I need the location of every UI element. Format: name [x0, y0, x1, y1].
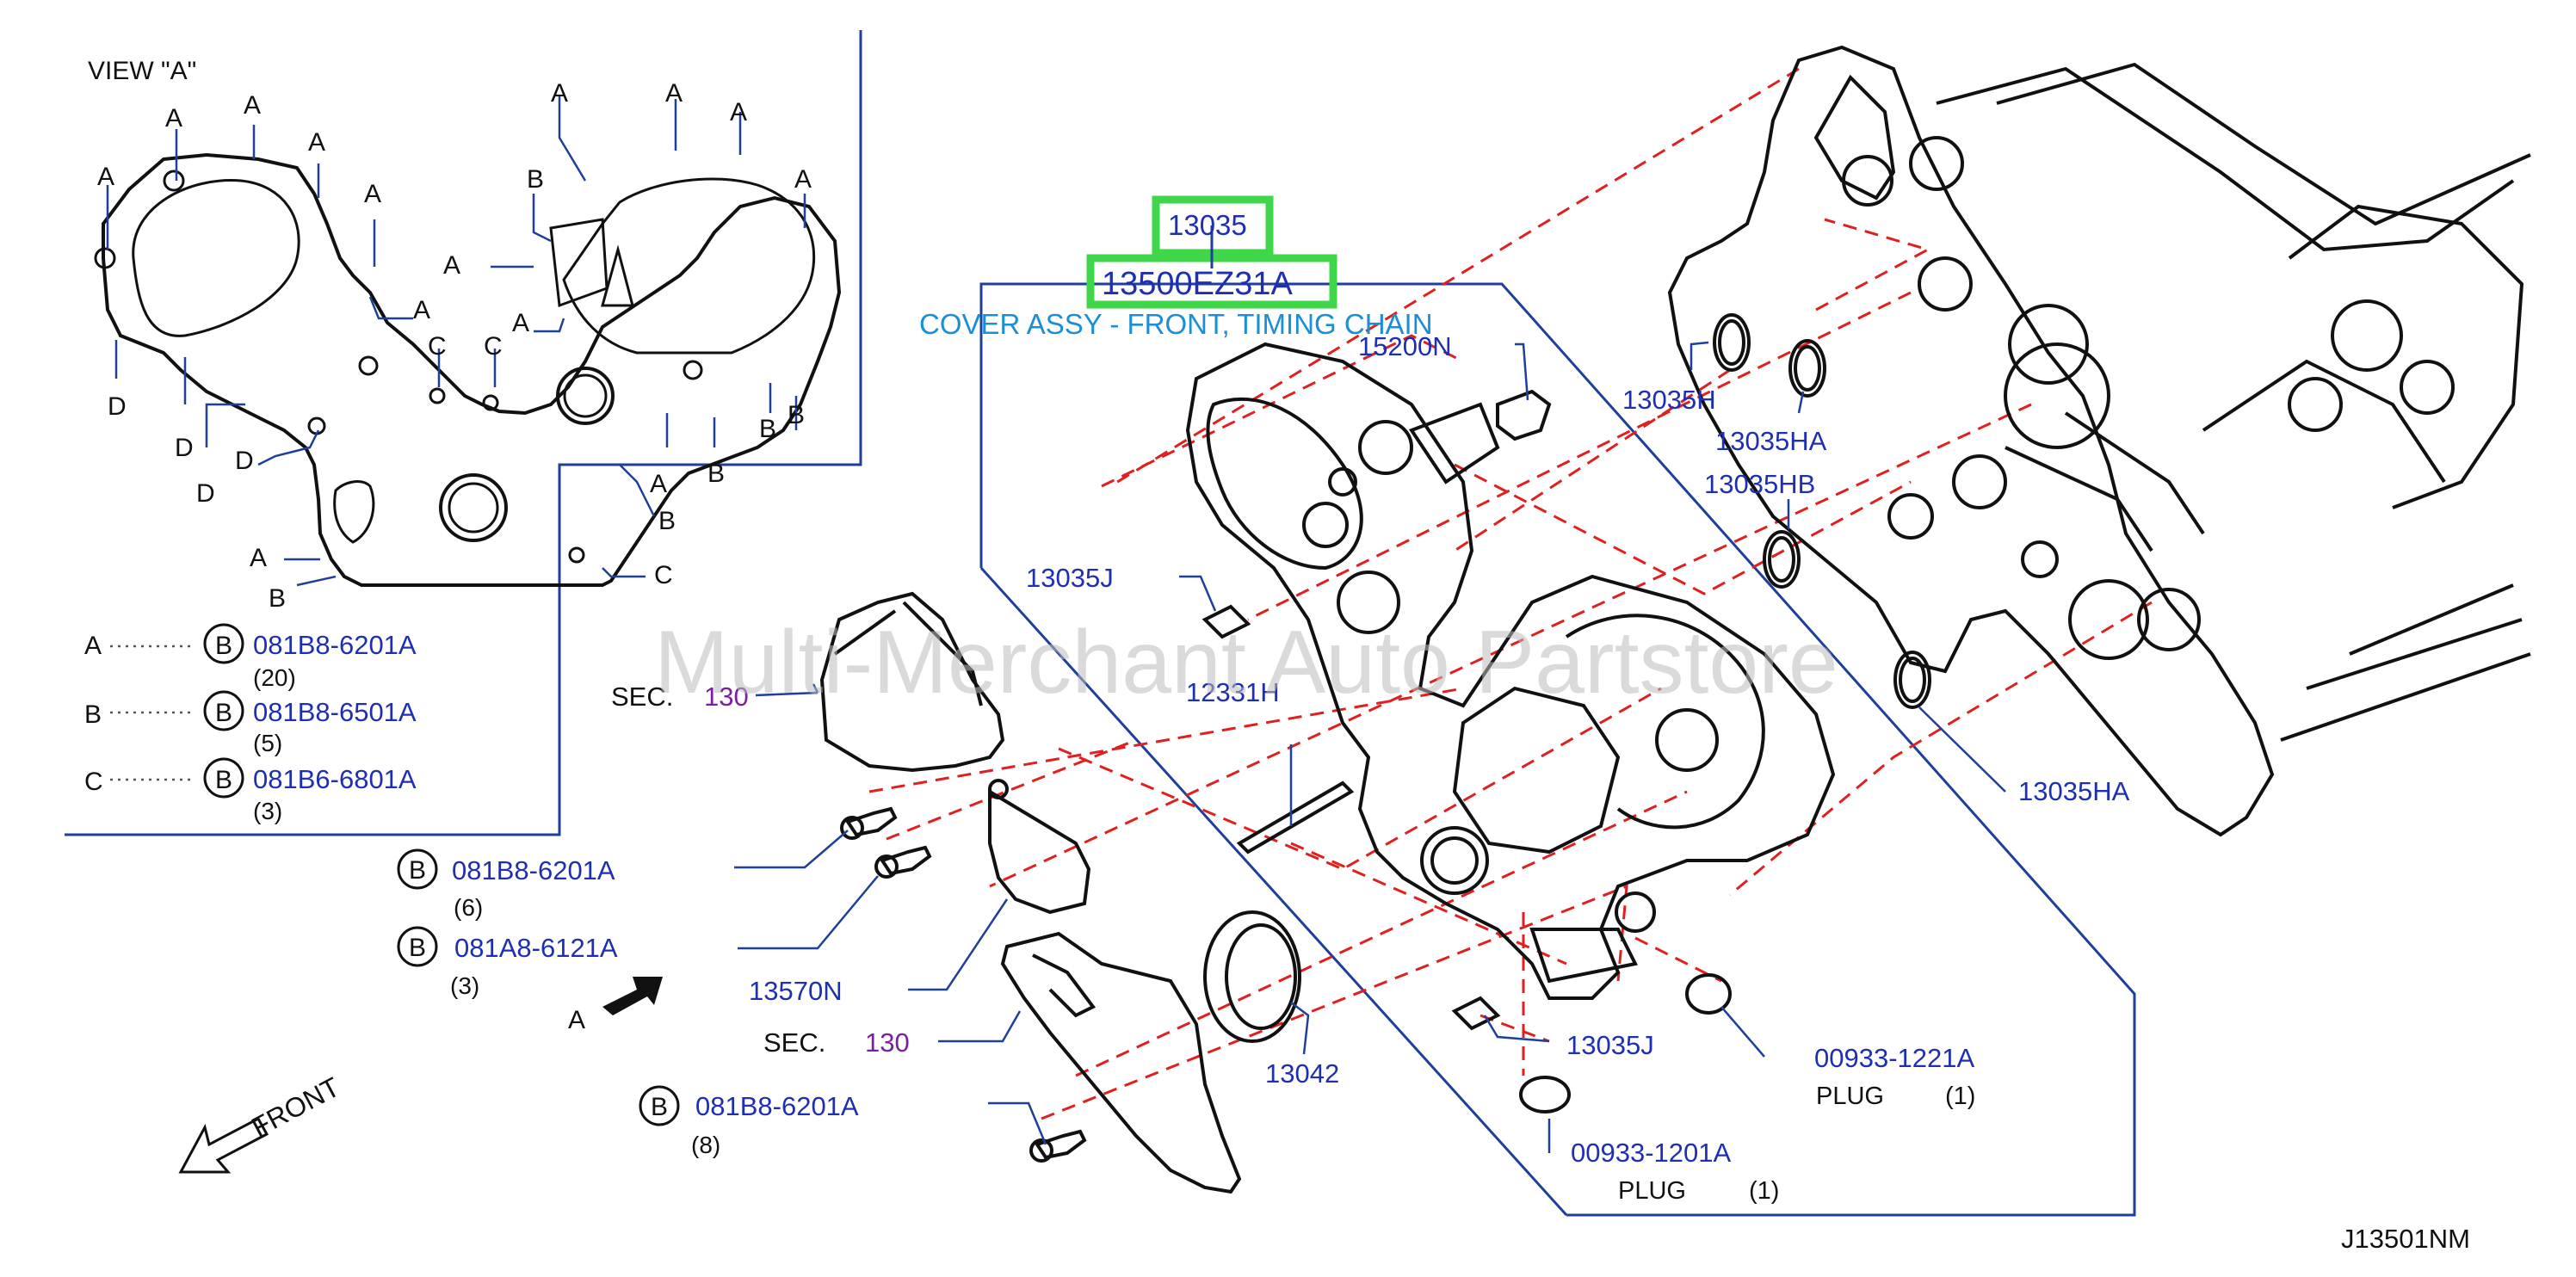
letter-b: B [658, 507, 676, 535]
letter-b: B [269, 584, 286, 613]
part-13570n-link[interactable]: 13570N [749, 976, 843, 1006]
components [819, 313, 1931, 1194]
legend-qty: (20) [253, 664, 296, 691]
arrow-label: A [568, 1006, 585, 1034]
letter-c: C [428, 332, 447, 361]
letter-d: D [235, 447, 254, 475]
part-00933-1221a-link[interactable]: 00933-1221A [1814, 1043, 1974, 1073]
part-13035ha-top-link[interactable]: 13035HA [1715, 426, 1827, 456]
bolt-qty: (3) [450, 972, 479, 999]
letter-a: A [364, 180, 381, 208]
legend-part-link[interactable]: 081B6-6801A [253, 764, 417, 794]
bolt-callouts: B 081B8-6201A (6) B 081A8-6121A (3) B 08… [397, 848, 859, 1158]
highlight-boxes [1086, 195, 1337, 309]
bolt-part-link[interactable]: 081B8-6201A [695, 1091, 859, 1121]
letter-b: B [759, 415, 776, 443]
assembly-frame [979, 282, 2136, 1217]
bolt-symbol: B [409, 934, 426, 962]
letter-b: B [527, 165, 544, 194]
letter-d: D [196, 479, 215, 508]
legend-qty: (5) [253, 730, 282, 756]
part-13042-link[interactable]: 13042 [1265, 1058, 1339, 1089]
plug-label: PLUG [1816, 1083, 1884, 1110]
letter-a: A [512, 309, 529, 337]
bolt-symbol: B [215, 766, 232, 794]
part-15200n-link[interactable]: 15200N [1358, 331, 1452, 361]
part-13035j-bottom-link[interactable]: 13035J [1566, 1030, 1654, 1060]
bolt-legend: A B 081B8-6201A (20) B B 081B8-6501A (5)… [84, 623, 417, 824]
watermark: Multi-Merchant Auto Partstore [654, 613, 1838, 713]
bolt-part-link[interactable]: 081A8-6121A [454, 933, 618, 963]
view-a-inset: VIEW "A" [65, 30, 862, 836]
part-13035hb-link[interactable]: 13035HB [1704, 469, 1815, 499]
letter-a: A [308, 128, 325, 157]
part-13035h-link[interactable]: 13035H [1622, 385, 1716, 415]
part-13035ha-right-link[interactable]: 13035HA [2018, 776, 2130, 806]
legend-part-link[interactable]: 081B8-6501A [253, 697, 417, 727]
letter-a: A [413, 296, 430, 324]
letter-a: A [551, 79, 568, 108]
letter-a: A [165, 104, 182, 133]
view-direction-arrow: A [568, 977, 663, 1034]
letter-a: A [730, 98, 747, 126]
bolt-symbol: B [215, 699, 232, 727]
legend-letter: B [84, 700, 102, 729]
leader-lines [734, 341, 2006, 1153]
plug-qty: (1) [1749, 1177, 1779, 1205]
plug-label: PLUG [1618, 1177, 1686, 1205]
letter-a: A [244, 91, 261, 120]
letter-a: A [650, 470, 667, 498]
letter-a: A [443, 251, 460, 280]
sec-label: SEC. [763, 1027, 825, 1058]
letter-a: A [97, 163, 114, 191]
letter-c: C [484, 332, 503, 361]
bolt-symbol: B [215, 632, 232, 660]
figure-id: J13501NM [2341, 1224, 2470, 1254]
letter-d: D [108, 392, 127, 421]
part-13035j-top-link[interactable]: 13035J [1026, 563, 1114, 593]
bolt-qty: (6) [454, 894, 483, 921]
letter-b: B [707, 460, 725, 488]
bolt-qty: (8) [691, 1132, 720, 1158]
engine-block [1667, 45, 2531, 837]
letter-a: A [665, 79, 683, 108]
letter-c: C [654, 561, 673, 589]
letter-a: A [794, 165, 812, 194]
letter-a: A [250, 544, 267, 572]
view-a-title: VIEW "A" [88, 57, 196, 85]
plug-qty: (1) [1945, 1083, 1975, 1110]
bolt-symbol: B [651, 1093, 668, 1121]
part-13500ez31a-link[interactable]: 13500EZ31A [1102, 266, 1293, 302]
part-13035-link[interactable]: 13035 [1168, 209, 1247, 241]
front-indicator: FRONT [178, 1071, 345, 1174]
part-12331h-link[interactable]: 12331H [1186, 677, 1280, 707]
timing-cover [1185, 342, 1836, 1000]
sec-label: SEC. [611, 682, 673, 712]
legend-letter: C [84, 768, 103, 796]
letter-b: B [788, 401, 805, 429]
bolt-symbol: B [409, 856, 426, 885]
sec-130-link[interactable]: 130 [865, 1027, 910, 1058]
legend-part-link[interactable]: 081B8-6201A [253, 630, 417, 660]
front-label: FRONT [246, 1071, 344, 1144]
legend-qty: (3) [253, 798, 282, 824]
sec-130-link[interactable]: 130 [704, 682, 749, 712]
bolt-part-link[interactable]: 081B8-6201A [452, 855, 615, 885]
letter-d: D [175, 434, 194, 462]
part-00933-1201a-link[interactable]: 00933-1201A [1571, 1138, 1731, 1168]
cover-description: COVER ASSY - FRONT, TIMING CHAIN [919, 308, 1433, 340]
legend-letter: A [84, 632, 102, 660]
assembly-guides [868, 67, 2153, 1120]
